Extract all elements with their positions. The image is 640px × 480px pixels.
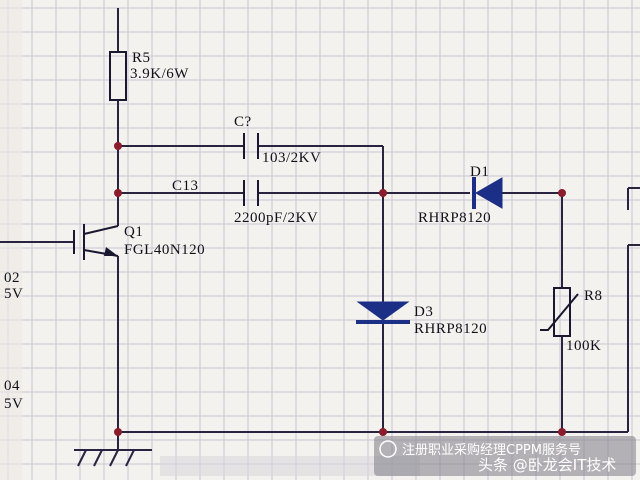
component-labels: R5 3.9K/6W C? 103/2KV C13 2200pF/2KV D1 … [4,50,603,412]
d1-ref-label: D1 [470,164,489,180]
edge-label-bottom-value: 5V [4,396,23,412]
left-edge-shade [0,0,22,480]
junction-dot [558,189,566,197]
resistor-r5 [109,51,127,101]
junction-dot [379,428,387,436]
junction-dot [558,428,566,436]
ground-symbol [74,432,152,467]
r5-ref-label: R5 [132,50,151,66]
capacitor-c13 [243,180,259,206]
d3-ref-label: D3 [414,304,433,320]
edge-label-bottom-ref: 04 [4,378,20,394]
watermark-line-2: 头条 @卧龙会IT技术 [478,456,616,474]
diode-d3 [356,301,410,324]
watermark-blur-band [160,456,420,476]
d3-value-label: RHRP8120 [414,321,487,337]
watermark-line-1: 注册职业采购经理CPPM服务号 [402,442,581,458]
q1-ref-label: Q1 [124,224,143,240]
junction-dot [379,189,387,197]
r8-value-label: 100K [566,338,601,354]
junction-dot [114,142,122,150]
edge-label-top-ref: 02 [4,270,20,286]
c-unknown-ref-label: C? [234,114,252,130]
c13-value-label: 2200pF/2KV [234,210,318,226]
c-unknown-value-label: 103/2KV [262,150,321,166]
watermark: 注册职业采购经理CPPM服务号 头条 @卧龙会IT技术 [160,436,636,476]
wechat-icon [379,440,397,458]
junction-dot [114,428,122,436]
wires [0,8,640,433]
watermark-backdrop [374,436,636,476]
q1-value-label: FGL40N120 [124,242,205,258]
d1-value-label: RHRP8120 [418,210,491,226]
r8-ref-label: R8 [584,288,603,304]
diode-d1 [472,177,503,209]
edge-label-top-value: 5V [4,286,23,302]
junction-dot [114,189,122,197]
junction-dots [114,142,566,436]
transistor-q1 [73,224,119,260]
r5-value-label: 3.9K/6W [130,66,189,82]
capacitor-c-unknown [243,133,259,159]
resistor-r8-variable [540,287,579,337]
c13-ref-label: C13 [172,178,199,194]
